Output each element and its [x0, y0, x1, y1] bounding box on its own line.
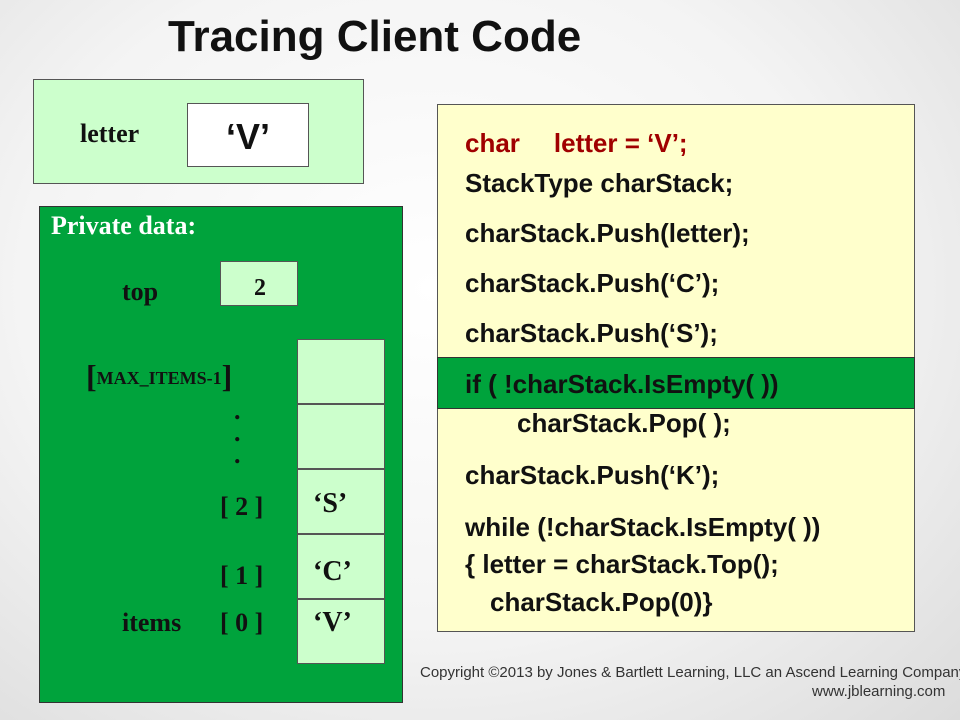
items-cell-2 [297, 469, 385, 534]
website-text: www.jblearning.com [812, 683, 946, 700]
code-line-1-rest: letter = ‘V’; [553, 128, 688, 158]
code-line-5: charStack.Push(‘S’); [465, 318, 718, 348]
code-line-9: while (!charStack.IsEmpty( )) [465, 512, 821, 542]
letter-label: letter [80, 119, 140, 148]
ellipsis-dot: . [234, 396, 241, 425]
code-line-8: charStack.Push(‘K’); [465, 460, 720, 490]
max-items-text: MAX_ITEMS-1 [96, 368, 222, 388]
code-line-6-highlighted: if ( !charStack.IsEmpty( )) [465, 369, 779, 399]
code-line-2: StackType charStack; [465, 168, 734, 198]
code-line-1: char letter = ‘V’; [465, 128, 688, 159]
code-line-11: charStack.Pop(0)} [490, 587, 713, 617]
letter-value-box: ‘V’ [187, 103, 309, 167]
items-cell-1-value: ‘C’ [313, 556, 352, 587]
slide-title: Tracing Client Code [168, 12, 582, 61]
top-value-box [220, 261, 298, 306]
top-label: top [122, 277, 159, 306]
max-items-index-label: [MAX_ITEMS-1] [86, 358, 233, 394]
items-cell-empty [297, 404, 385, 469]
top-value: 2 [254, 275, 266, 301]
index-label-0: [ 0 ] [220, 608, 264, 637]
private-data-label: Private data: [51, 211, 197, 240]
items-cell-0 [297, 599, 385, 664]
code-keyword-char: char [465, 128, 520, 158]
code-line-4: charStack.Push(‘C’); [465, 268, 720, 298]
code-line-3: charStack.Push(letter); [465, 218, 750, 248]
code-line-10: { letter = charStack.Top(); [465, 549, 779, 579]
items-cell-max [297, 339, 385, 404]
copyright-text: Copyright ©2013 by Jones & Bartlett Lear… [420, 664, 960, 681]
code-line-7: charStack.Pop( ); [517, 408, 731, 438]
items-label: items [122, 608, 182, 637]
ellipsis-dot: . [234, 440, 241, 469]
ellipsis-dot: . [234, 418, 241, 447]
current-line-highlight [437, 357, 915, 409]
index-label-1: [ 1 ] [220, 561, 264, 590]
index-label-2: [ 2 ] [220, 492, 264, 521]
items-cell-1 [297, 534, 385, 599]
items-cell-0-value: ‘V’ [313, 607, 352, 638]
items-cell-2-value: ‘S’ [313, 488, 348, 519]
letter-value: ‘V’ [225, 116, 270, 157]
